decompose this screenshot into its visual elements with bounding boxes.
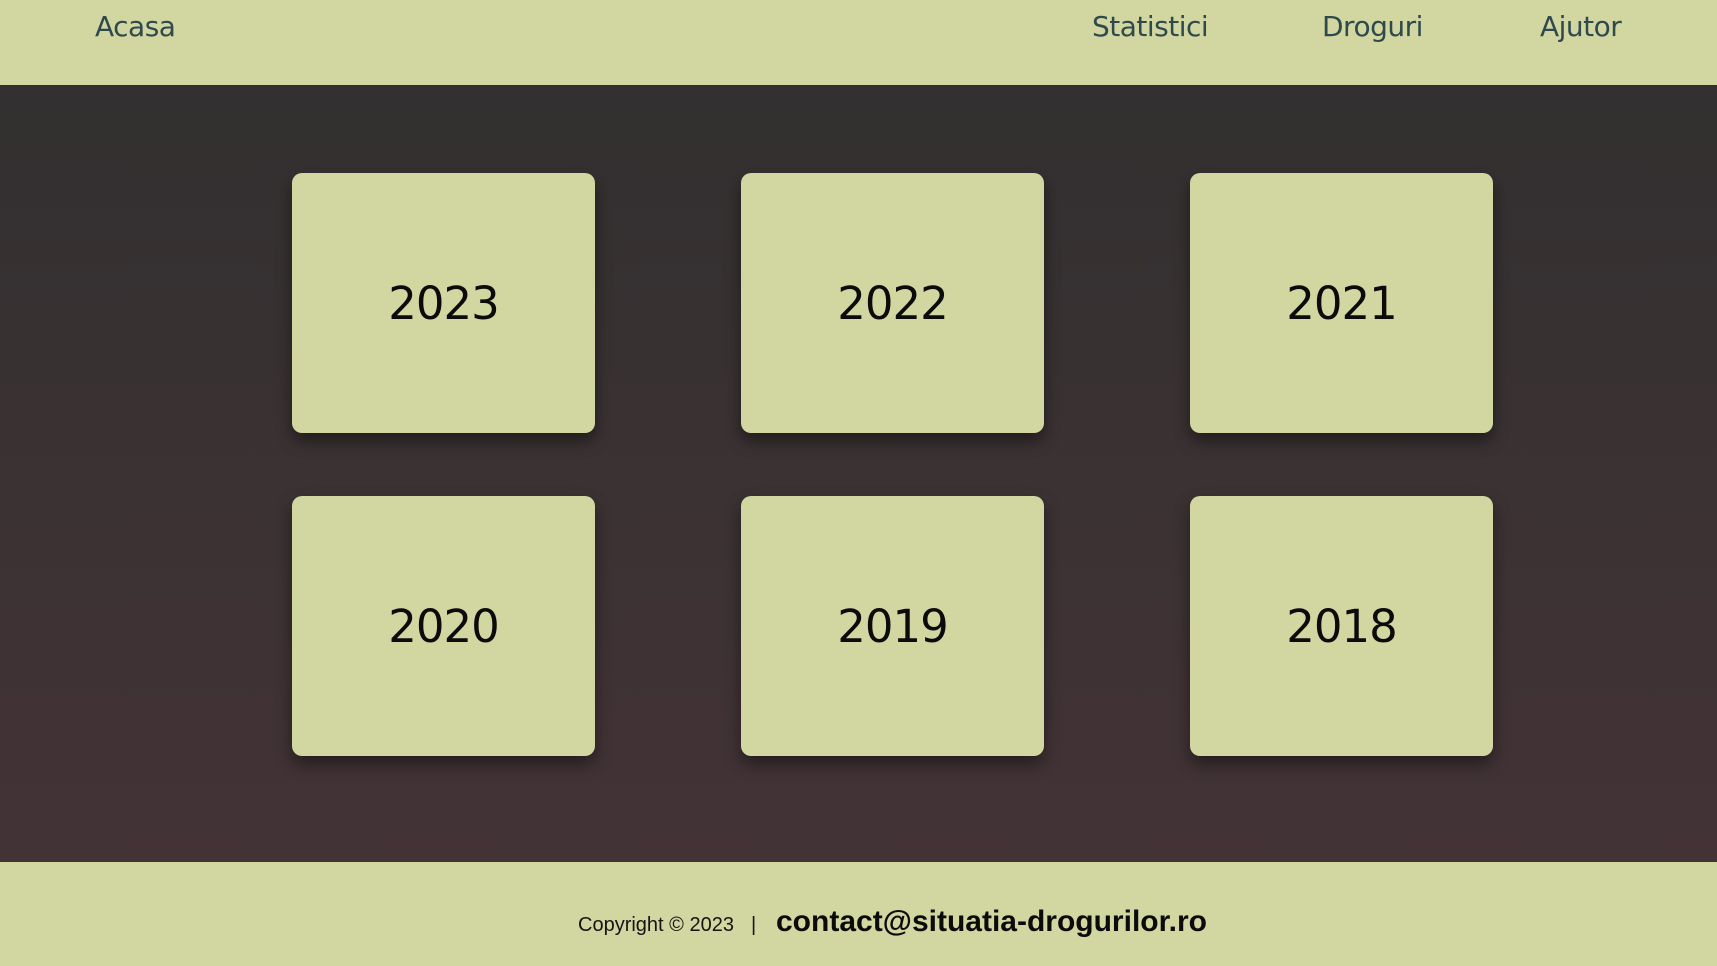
year-card-label: 2022 <box>837 276 949 330</box>
year-card-2023[interactable]: 2023 <box>292 173 595 433</box>
year-card-label: 2020 <box>388 599 500 653</box>
top-navbar: Acasa Statistici Droguri Ajutor <box>0 0 1717 85</box>
year-card-label: 2023 <box>388 276 500 330</box>
year-card-2019[interactable]: 2019 <box>741 496 1044 756</box>
copyright-text: Copyright © 2023 <box>578 914 734 936</box>
year-card-label: 2019 <box>837 599 949 653</box>
year-card-label: 2021 <box>1286 276 1398 330</box>
year-grid-section: 2023 2022 2021 2020 2019 2018 <box>0 85 1717 862</box>
year-card-label: 2018 <box>1286 599 1398 653</box>
year-card-2021[interactable]: 2021 <box>1190 173 1493 433</box>
nav-link-statistici[interactable]: Statistici <box>1092 10 1209 43</box>
nav-link-acasa[interactable]: Acasa <box>95 10 176 43</box>
year-card-2022[interactable]: 2022 <box>741 173 1044 433</box>
year-card-2020[interactable]: 2020 <box>292 496 595 756</box>
footer <box>0 862 1717 966</box>
nav-link-droguri[interactable]: Droguri <box>1322 10 1423 43</box>
year-card-2018[interactable]: 2018 <box>1190 496 1493 756</box>
nav-link-ajutor[interactable]: Ajutor <box>1540 10 1622 43</box>
footer-separator: | <box>751 914 757 936</box>
contact-email-link[interactable]: contact@situatia-drogurilor.ro <box>776 905 1207 938</box>
